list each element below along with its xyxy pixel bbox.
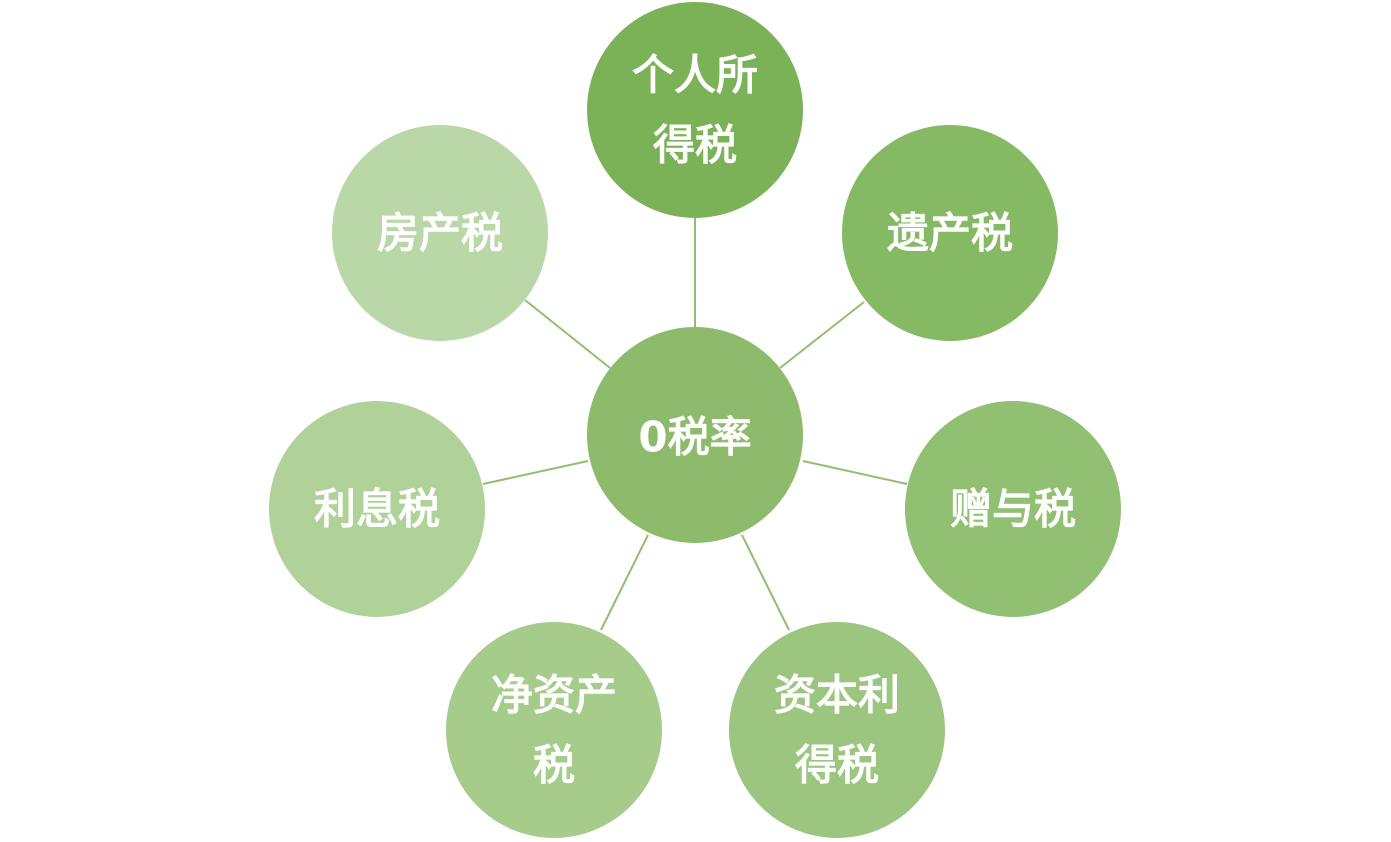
node-label-personal-income-tax-line-2: 得税 (653, 121, 737, 170)
connector-interest-tax (482, 460, 589, 485)
node-label-interest-tax-line-1: 利息税 (314, 485, 440, 534)
node-label-property-tax-line-1: 房产税 (377, 209, 503, 258)
node-gift-tax: 赠与税 (905, 401, 1121, 617)
node-label-capital-gains-tax-line-2: 得税 (795, 741, 879, 790)
node-label-inheritance-tax-line-1: 遗产税 (887, 209, 1013, 258)
connector-capital-gains-tax (741, 534, 790, 631)
center-label: 0税率 (638, 413, 751, 462)
node-inheritance-tax: 遗产税 (842, 125, 1058, 341)
connector-gift-tax (802, 460, 908, 485)
node-circle-property-tax (332, 125, 548, 341)
connector-property-tax (524, 299, 611, 369)
node-circle-gift-tax (905, 401, 1121, 617)
node-circle-personal-income-tax (587, 2, 803, 218)
center-node: 0税率 (587, 327, 803, 543)
node-label-personal-income-tax-line-1: 个人所 (632, 51, 758, 100)
connector-inheritance-tax (779, 301, 865, 369)
center-circle (587, 327, 803, 543)
node-label-net-wealth-tax-line-1: 净资产 (491, 671, 617, 720)
node-circle-interest-tax (269, 401, 485, 617)
connector-net-wealth-tax (600, 534, 649, 631)
node-property-tax: 房产税 (332, 125, 548, 341)
node-circle-capital-gains-tax (729, 622, 945, 838)
node-label-capital-gains-tax-line-1: 资本利 (774, 671, 900, 720)
node-label-net-wealth-tax-line-2: 税 (533, 741, 575, 790)
connector-lines (482, 218, 908, 631)
node-label-gift-tax-line-1: 赠与税 (950, 485, 1076, 534)
node-interest-tax: 利息税 (269, 401, 485, 617)
node-circle-inheritance-tax (842, 125, 1058, 341)
node-circle-net-wealth-tax (446, 622, 662, 838)
